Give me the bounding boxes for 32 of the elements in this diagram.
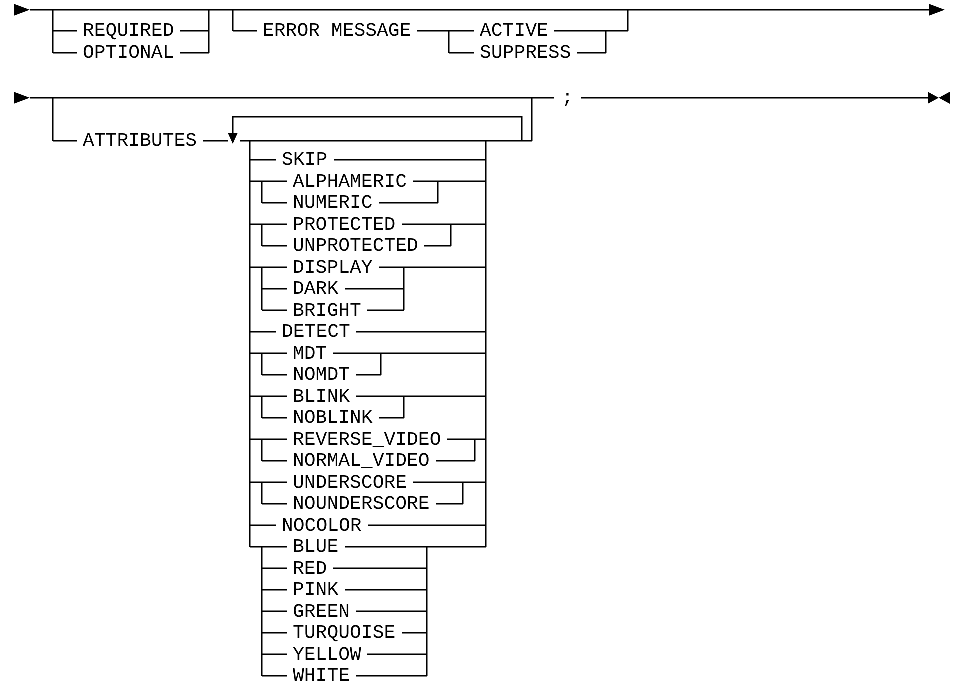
syntax-keyword: NUMERIC	[293, 193, 373, 213]
syntax-keyword: BRIGHT	[293, 300, 362, 320]
terminator-symbol: ;	[562, 88, 574, 108]
syntax-keyword: BLINK	[293, 386, 350, 406]
syntax-keyword: GREEN	[293, 602, 350, 622]
syntax-keyword: UNDERSCORE	[293, 472, 408, 492]
syntax-keyword: DISPLAY	[293, 258, 373, 278]
syntax-keyword: NORMAL_VIDEO	[293, 451, 430, 471]
syntax-keyword: RED	[293, 558, 328, 578]
syntax-keyword: WHITE	[293, 666, 350, 683]
syntax-keyword: YELLOW	[293, 644, 362, 664]
syntax-keyword: PROTECTED	[293, 214, 396, 234]
syntax-keyword: SKIP	[282, 150, 328, 170]
syntax-keyword: REVERSE_VIDEO	[293, 430, 442, 450]
syntax-keyword: ALPHAMERIC	[293, 172, 408, 192]
syntax-keyword: NOUNDERSCORE	[293, 494, 430, 514]
syntax-keyword: NOBLINK	[293, 408, 373, 428]
syntax-keyword: UNPROTECTED	[293, 236, 418, 256]
syntax-keyword: OPTIONAL	[83, 43, 174, 63]
syntax-keyword: NOMDT	[293, 365, 350, 385]
syntax-keyword: MDT	[293, 344, 328, 364]
syntax-keyword: PINK	[293, 580, 339, 600]
syntax-keyword: ERROR MESSAGE	[263, 21, 412, 41]
syntax-keyword: SUPPRESS	[480, 43, 572, 63]
syntax-keyword: DETECT	[282, 322, 350, 342]
syntax-keyword: ATTRIBUTES	[83, 131, 198, 151]
syntax-keyword: TURQUOISE	[293, 623, 396, 643]
syntax-keyword: DARK	[293, 279, 339, 299]
syntax-keyword: BLUE	[293, 537, 339, 557]
syntax-keyword: NOCOLOR	[282, 516, 362, 536]
syntax-keyword: REQUIRED	[83, 21, 174, 41]
syntax-keyword: ACTIVE	[480, 21, 548, 41]
